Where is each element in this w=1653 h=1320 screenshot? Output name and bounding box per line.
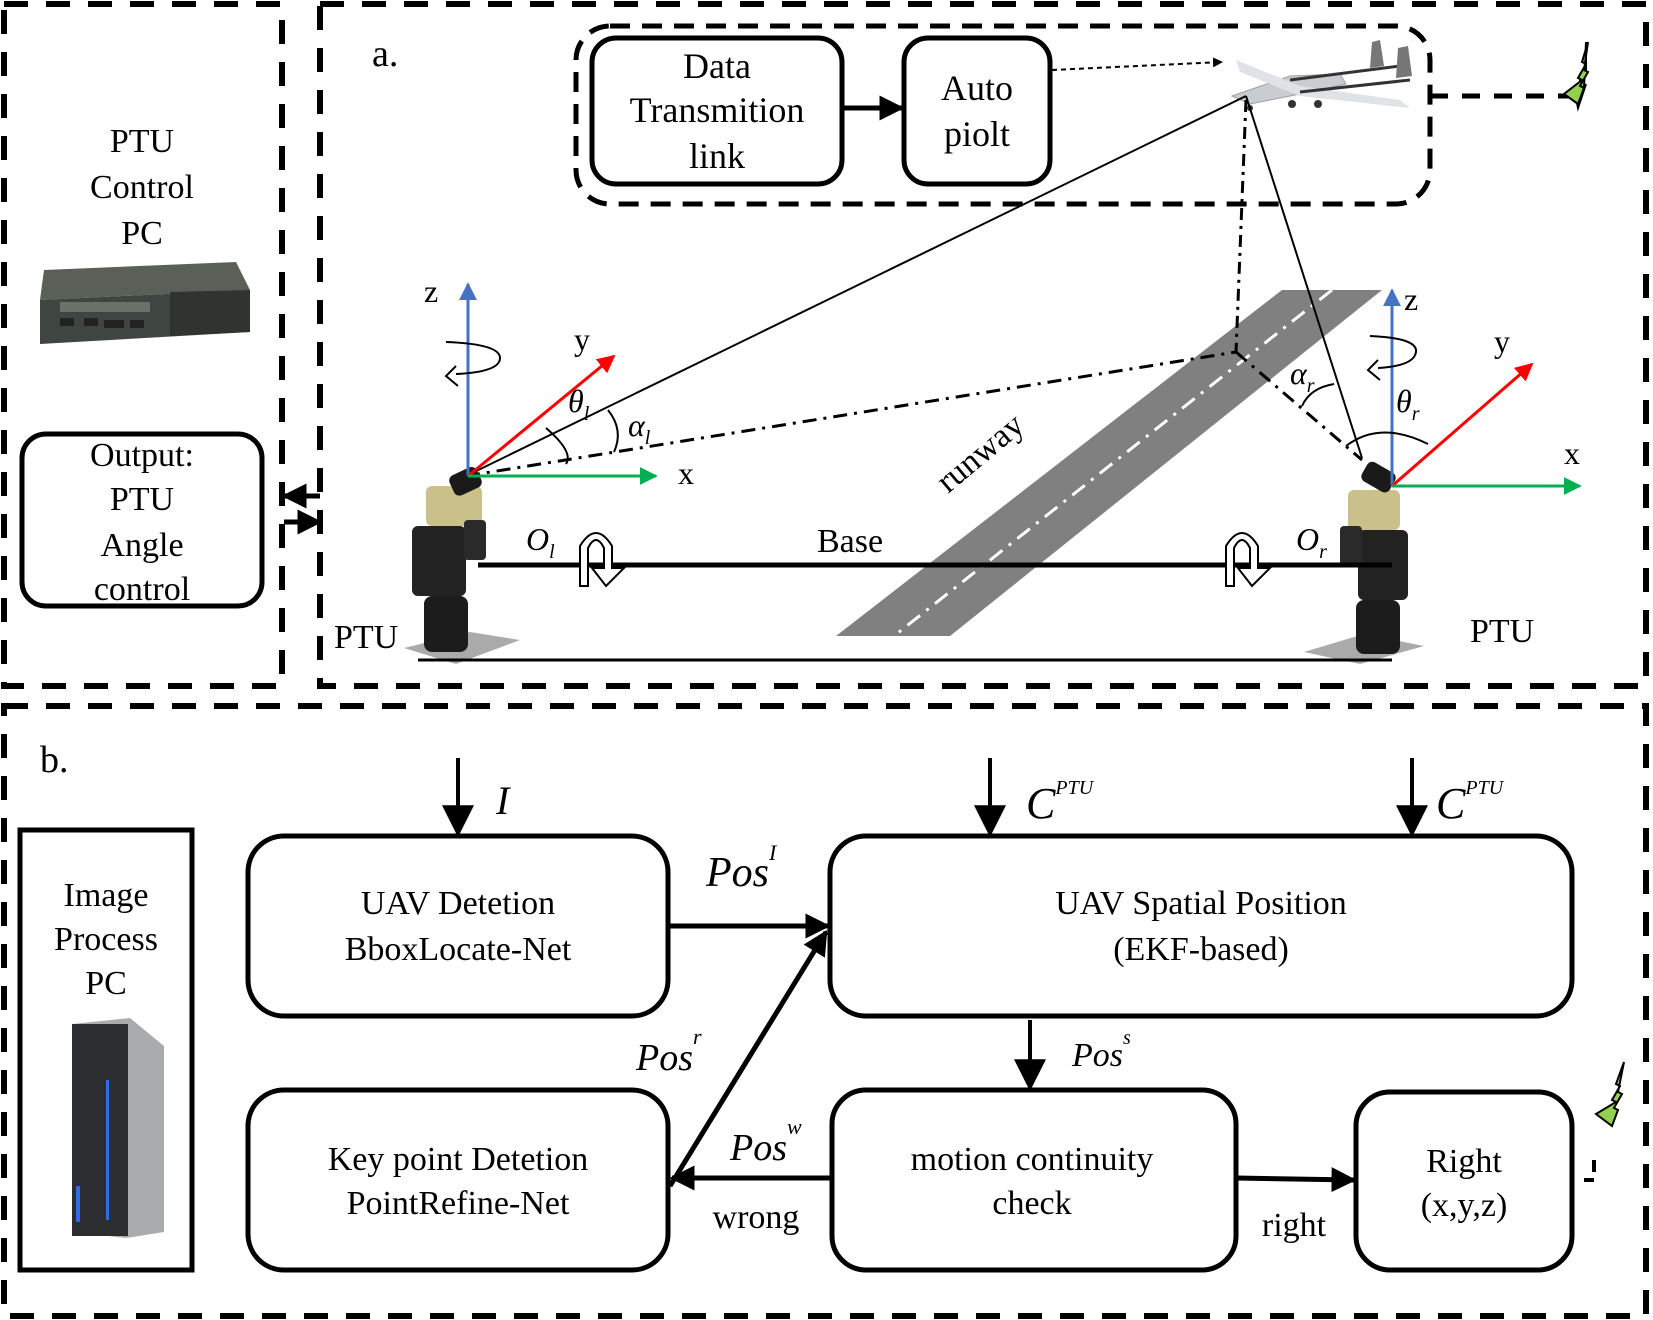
left-pan-rotation-icon xyxy=(445,341,502,375)
left-x-label: x xyxy=(678,455,694,491)
right-line-of-sight xyxy=(1245,95,1363,459)
alpha-l-label: αl xyxy=(628,407,651,449)
base-label: Base xyxy=(817,523,883,560)
ptu-control-pc-line2: Control xyxy=(90,169,194,206)
right-pan-rotation-icon xyxy=(1369,335,1418,369)
uav-detection-line1: UAV Detetion xyxy=(361,885,555,922)
uav-aircraft-icon xyxy=(1230,40,1412,111)
lightning-signal-icon xyxy=(1562,41,1590,106)
left-ptu-device-icon xyxy=(404,466,520,664)
pos-r-arrow xyxy=(667,929,829,1188)
right-y-axis xyxy=(1391,362,1534,488)
alpha-r-label: αr xyxy=(1290,355,1315,397)
autopilot-line2: piolt xyxy=(944,114,1010,154)
output-box-line4: control xyxy=(94,571,190,608)
left-ground-projection xyxy=(465,350,1237,478)
industrial-pc-icon xyxy=(40,262,250,344)
wrong-label: wrong xyxy=(713,1199,800,1236)
image-process-pc-line2: Process xyxy=(54,921,158,958)
left-line-of-sight xyxy=(465,95,1247,477)
data-link-line2: Transmition xyxy=(630,90,805,130)
input-I-label: I xyxy=(495,778,511,823)
keypoint-detection-box xyxy=(245,1087,671,1273)
runway xyxy=(836,290,1382,636)
uav-detection-box xyxy=(245,833,671,1019)
right-result-box xyxy=(1353,1089,1575,1273)
theta-l-label: θl xyxy=(568,383,590,425)
left-z-label: z xyxy=(424,273,438,309)
right-result-line2: (x,y,z) xyxy=(1421,1187,1508,1224)
spatial-position-box xyxy=(827,833,1575,1019)
motion-check-line2: check xyxy=(992,1185,1071,1222)
spatial-position-line2: (EKF-based) xyxy=(1113,931,1289,968)
left-y-label: y xyxy=(574,321,590,357)
left-ptu-label: PTU xyxy=(334,619,398,656)
right-tilt-rotation-icon xyxy=(1225,532,1273,588)
spatial-position-line1: UAV Spatial Position xyxy=(1055,885,1347,922)
right-result-line1: Right xyxy=(1426,1143,1502,1180)
panel-a-frame xyxy=(317,1,1649,689)
data-link-box xyxy=(589,35,845,187)
panel-b-label: b. xyxy=(40,739,69,781)
input-c1-label: CPTU xyxy=(1026,777,1095,828)
pos-s-label: Poss xyxy=(1071,1027,1131,1074)
autopilot-to-uav-arrow xyxy=(1051,57,1223,71)
panel-b-frame xyxy=(1,703,1649,1319)
image-process-pc-box xyxy=(17,827,195,1273)
ptu-control-pc-line1: PTU xyxy=(110,123,174,160)
output-box-line3: Angle xyxy=(100,527,183,564)
motion-check-box xyxy=(829,1087,1239,1273)
pos-w-label: Posw xyxy=(729,1114,802,1169)
output-box-line2: PTU xyxy=(110,481,174,518)
panel-a-label: a. xyxy=(372,33,398,75)
runway-label: runway xyxy=(929,406,1031,500)
right-ptu-label: PTU xyxy=(1470,613,1534,650)
right-label: right xyxy=(1262,1207,1327,1244)
ptu-control-pc-line3: PC xyxy=(121,215,163,252)
theta-r-arc xyxy=(1345,431,1429,447)
right-z-label: z xyxy=(1404,281,1418,317)
data-link-line1: Data xyxy=(683,46,751,86)
runway-centerline xyxy=(893,288,1333,638)
origin-r-label: Or xyxy=(1296,521,1327,563)
image-process-pc-line1: Image xyxy=(64,877,149,914)
result-radio-link xyxy=(1584,1160,1596,1182)
autopilot-line1: Auto xyxy=(941,68,1013,108)
right-arrow xyxy=(1235,1167,1357,1193)
data-link-line3: link xyxy=(689,136,745,176)
alpha-r-arc xyxy=(1301,383,1335,407)
ptu-control-pc-frame xyxy=(1,1,285,689)
uav-detection-line2: BboxLocate-Net xyxy=(345,931,572,968)
pos-I-label: PosI xyxy=(705,840,778,896)
image-process-pc-line3: PC xyxy=(85,965,127,1002)
theta-r-label: θr xyxy=(1396,383,1420,425)
alpha-l-arc xyxy=(607,409,619,453)
output-box xyxy=(19,431,265,609)
output-box-line1: Output: xyxy=(90,437,194,474)
theta-l-arc xyxy=(545,427,569,465)
left-tilt-rotation-icon xyxy=(579,532,627,588)
motion-check-line1: motion continuity xyxy=(911,1141,1154,1178)
left-y-axis xyxy=(467,354,616,478)
lightning-signal-icon-bottom xyxy=(1594,1061,1625,1128)
pos-r-label: Posr xyxy=(635,1024,702,1079)
uav-subsystem-frame xyxy=(573,23,1433,207)
input-c2-label: CPTU xyxy=(1436,777,1505,828)
right-x-label: x xyxy=(1564,435,1580,471)
keypoint-line1: Key point Detetion xyxy=(328,1141,589,1178)
right-y-label: y xyxy=(1494,323,1510,359)
keypoint-line2: PointRefine-Net xyxy=(347,1185,570,1222)
right-pan-rotation-arrowhead xyxy=(1366,359,1381,381)
left-pan-rotation-arrowhead xyxy=(444,365,459,387)
uav-projection-line xyxy=(1234,99,1248,353)
desktop-tower-icon xyxy=(72,1018,164,1238)
origin-l-label: Ol xyxy=(526,521,555,563)
autopilot-box xyxy=(901,35,1053,187)
